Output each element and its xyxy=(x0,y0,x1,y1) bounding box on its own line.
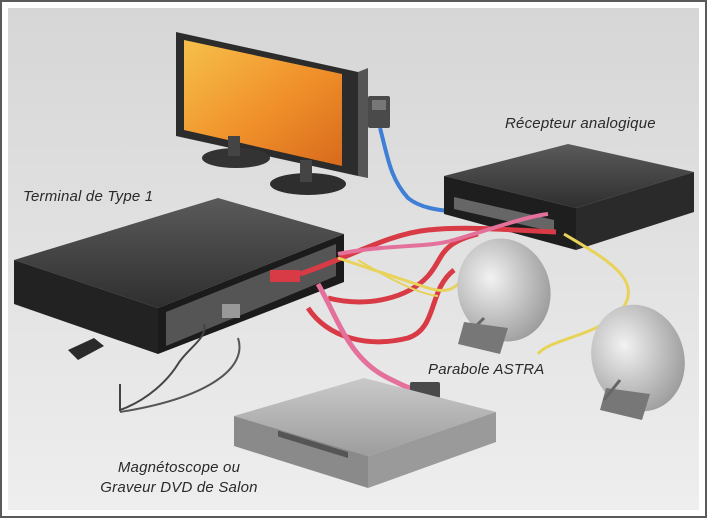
vcr-recorder-icon xyxy=(234,378,496,488)
receiver-box-icon xyxy=(444,144,694,250)
black-cable xyxy=(119,323,206,412)
satellite-dish-icon-2 xyxy=(591,304,685,420)
terminal-box-icon xyxy=(14,198,344,360)
black-cable-2 xyxy=(119,337,241,413)
recorder-label-line2: Graveur DVD de Salon xyxy=(100,479,258,496)
recorder-label-line1: Magnétoscope ou xyxy=(117,459,241,476)
dish-label: Parabole ASTRA xyxy=(428,361,545,378)
terminal-label: Terminal de Type 1 xyxy=(23,188,154,205)
recorder-label: Magnétoscope ou Graveur DVD de Salon xyxy=(74,458,284,498)
blue-cable xyxy=(368,96,457,214)
tv-icon xyxy=(176,32,368,195)
receiver-label: Récepteur analogique xyxy=(505,115,656,132)
connection-scene xyxy=(14,32,694,488)
diagram-panel: Récepteur analogique Terminal de Type 1 … xyxy=(8,8,699,510)
satellite-dish-icon xyxy=(457,238,551,354)
